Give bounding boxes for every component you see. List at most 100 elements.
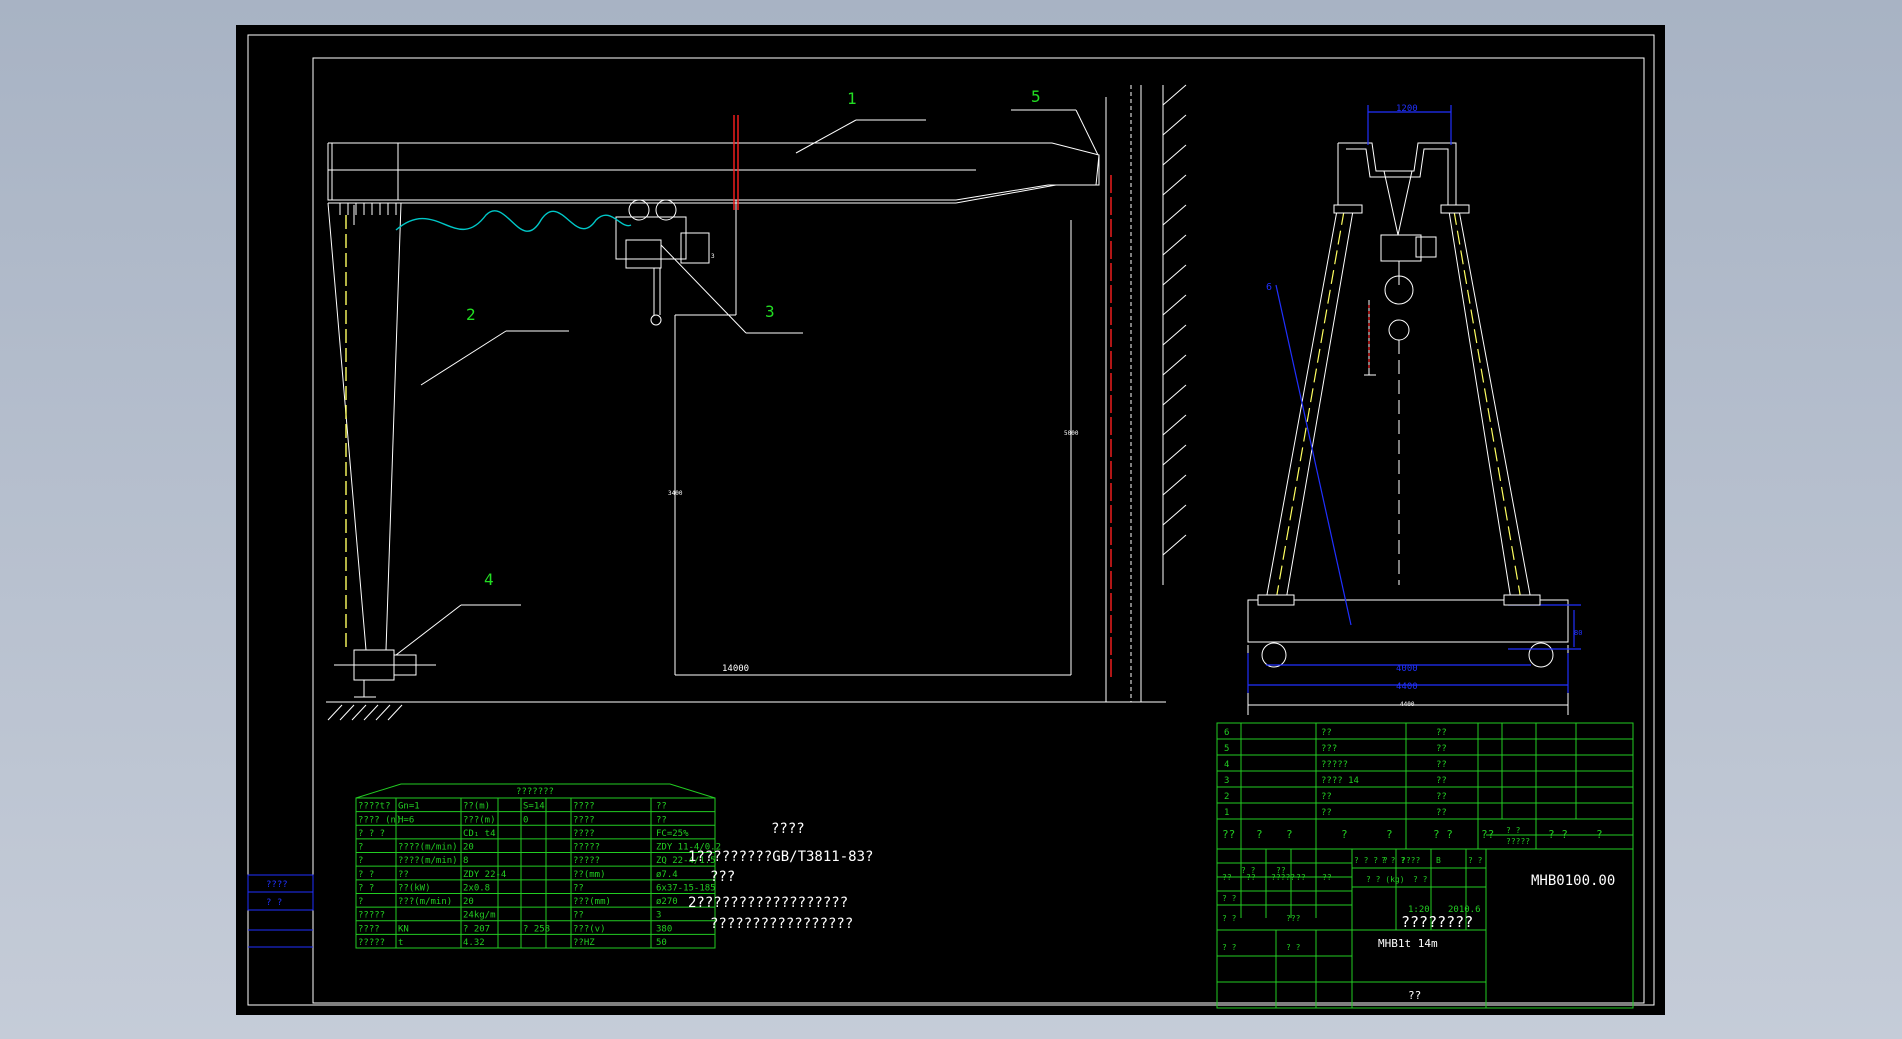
callout-4: 4 — [484, 570, 494, 589]
technical-notes: ???? 1?????????GB/T3811-83? ??? 2???????… — [688, 821, 873, 932]
spec-cell: 0 — [523, 815, 528, 825]
title-block-cell: ?? — [1322, 873, 1332, 882]
dim-side-top: 1200 — [1396, 104, 1418, 114]
spec-cell: FC=25% — [656, 829, 689, 839]
bom-item-qty: ?? — [1436, 776, 1447, 786]
bom-item-name: ?? — [1321, 808, 1332, 818]
spec-cell: ????? — [573, 843, 600, 853]
spec-cell: ????t? — [358, 802, 391, 812]
bom-header-2: ? — [1286, 828, 1293, 841]
notes-line-2b: ????????????????? — [710, 916, 853, 932]
spec-cell: ????? — [573, 856, 600, 866]
spec-cell: ? 207 — [463, 924, 490, 934]
title-block-cell: ??? — [1286, 914, 1301, 923]
spec-cell: ? — [358, 897, 363, 907]
title-block-cell: ? ? — [1222, 943, 1237, 952]
title-block-cell: ? ? — [1286, 943, 1301, 952]
dim-side-inner: 4000 — [1396, 664, 1418, 674]
spec-cell: 20 — [463, 843, 474, 853]
bom-item-no: 3 — [1224, 776, 1229, 786]
notes-heading: ???? — [771, 821, 805, 837]
dim-side-right: 80 — [1574, 629, 1582, 637]
title-block-cell: ?? — [1222, 873, 1232, 882]
bom-header-8: ????? — [1506, 837, 1530, 846]
bom-item-qty: ?? — [1436, 792, 1447, 802]
bom-item-name: ????? — [1321, 760, 1348, 770]
spec-cell: ??HZ — [573, 938, 595, 948]
bom-header-7: ? ? — [1506, 826, 1521, 835]
spec-cell: 50 — [656, 938, 667, 948]
spec-cell: 8 — [463, 856, 468, 866]
callout-5: 5 — [1031, 87, 1041, 106]
spec-cell: ?? — [656, 815, 667, 825]
bom-item-name: ??? — [1321, 744, 1337, 754]
bom-header-1: ? — [1256, 828, 1263, 841]
inner-border — [312, 57, 1645, 1004]
dim-span-front: 14000 — [722, 664, 749, 674]
bom-item-name: ???? 14 — [1321, 776, 1359, 786]
bom-item-no: 6 — [1224, 728, 1229, 738]
spec-cell: ? — [358, 856, 363, 866]
front-view-accents — [345, 115, 1112, 680]
bom-header-9: ? ? — [1548, 828, 1568, 841]
side-label-2: ? ? — [266, 898, 282, 908]
callout-labels: 1 2 3 4 5 6 — [466, 87, 1272, 589]
title-block-cell: ? ? — [1222, 914, 1237, 923]
bom-header-6: ?? — [1481, 828, 1494, 841]
spec-cell: ???(m) — [463, 815, 496, 825]
drawing-title: ???????? — [1401, 913, 1473, 931]
dimension-labels: 14000 3 3400 5000 1200 4000 4400 4400 80 — [668, 104, 1582, 708]
notes-line-2: 2?????????????????? — [688, 895, 848, 911]
spec-cell: ????? — [358, 911, 385, 921]
bom-item-qty: ?? — [1436, 808, 1447, 818]
callout-1: 1 — [847, 89, 857, 108]
title-block-cell: ? ? — [1468, 856, 1483, 865]
spec-table — [355, 783, 716, 949]
spec-cell: 380 — [656, 924, 672, 934]
spec-cell: ??(mm) — [573, 870, 606, 880]
dim-height-mid: 3400 — [668, 490, 683, 497]
bom-header-row: ?? ? ? ? ? ? ? ?? ? ? ????? ? ? ? — [1222, 826, 1603, 846]
drawing-sheet: 1 2 3 4 5 6 14000 3 3400 5000 1200 4000 … — [236, 25, 1665, 1015]
title-block-cell: B — [1436, 856, 1441, 865]
spec-cell: Gn=1 — [398, 802, 420, 812]
bom-header-0: ?? — [1222, 828, 1235, 841]
title-block-cell: ????? — [1271, 873, 1295, 882]
spec-cell: S=14 — [523, 802, 545, 812]
drawing-model: MHB1t 14m — [1378, 937, 1438, 950]
girder-ticks — [339, 203, 397, 215]
drawing-scale: 1:20 — [1408, 905, 1430, 915]
dim-side-base: 4400 — [1400, 701, 1415, 708]
sheet-label: ?? — [1408, 989, 1421, 1002]
spec-cell: ???? — [358, 924, 380, 934]
spec-cell: 3 — [656, 911, 661, 921]
spec-cell: ZDY 22-4 — [463, 870, 506, 880]
spec-cell: H=6 — [398, 815, 414, 825]
callout-6: 6 — [1266, 282, 1272, 293]
spec-table-cells: ????t?Gn=1??(m)S=14?????????? (n)H=6???(… — [358, 802, 721, 948]
spec-cell: CD₁ t4 — [463, 829, 496, 839]
weight-label: ? ? (kg) — [1366, 875, 1405, 884]
bom-item-qty: ?? — [1436, 744, 1447, 754]
spec-cell: 6x37-15-185 — [656, 883, 716, 893]
spec-cell: ? ? ? — [358, 829, 385, 839]
spec-cell: ??(kW) — [398, 883, 431, 893]
drawing-date: 2010.6 — [1448, 905, 1481, 915]
notes-line-1: 1?????????GB/T3811-83? — [688, 849, 873, 865]
spec-table-title: ??????? — [516, 787, 554, 797]
bom-header-3: ? — [1341, 828, 1348, 841]
drawing-number: MHB0100.00 — [1531, 873, 1615, 889]
bom-item-qty: ?? — [1436, 728, 1447, 738]
title-block-cell: ???? — [1401, 856, 1420, 865]
spec-cell: ???? — [573, 829, 595, 839]
spec-cell: ???(mm) — [573, 897, 611, 907]
spec-cell: ø270 — [656, 897, 678, 907]
side-view-joints — [1257, 204, 1541, 606]
bom-header-10: ? — [1596, 828, 1603, 841]
spec-cell: ?? — [398, 870, 409, 880]
front-view — [326, 85, 1166, 703]
title-block-cell: ? ? ? ? — [1354, 856, 1388, 865]
title-block-cell: ? ? ? — [1381, 856, 1405, 865]
left-side-labels: ???? ? ? — [247, 874, 314, 948]
spec-cell: ??(m) — [463, 802, 490, 812]
